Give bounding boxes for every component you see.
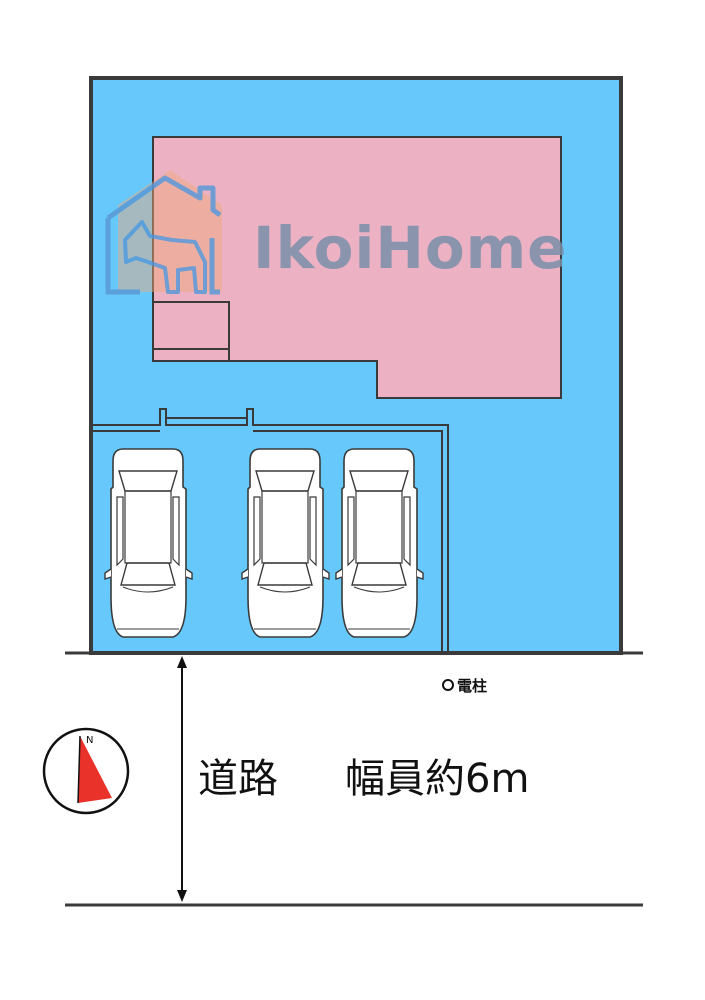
entrance-porch xyxy=(152,301,230,362)
road-width-arrow xyxy=(177,656,187,902)
utility-pole-icon xyxy=(442,679,454,691)
compass-north-letter: N xyxy=(86,735,93,746)
car-1 xyxy=(104,448,193,638)
road-label: 道路 xyxy=(198,756,278,802)
utility-pole-label: 電柱 xyxy=(457,677,487,695)
road-width-label: 幅員約6m xyxy=(345,756,529,802)
logo-text: IkoiHome xyxy=(253,214,567,282)
logo-watermark: IkoiHome xyxy=(105,170,567,295)
car-2 xyxy=(241,448,330,638)
car-3 xyxy=(335,448,424,638)
north-compass-icon: N xyxy=(42,727,130,815)
parking-wall xyxy=(91,408,449,653)
utility-pole: 電柱 xyxy=(442,677,487,695)
house-logo-icon xyxy=(105,170,222,295)
